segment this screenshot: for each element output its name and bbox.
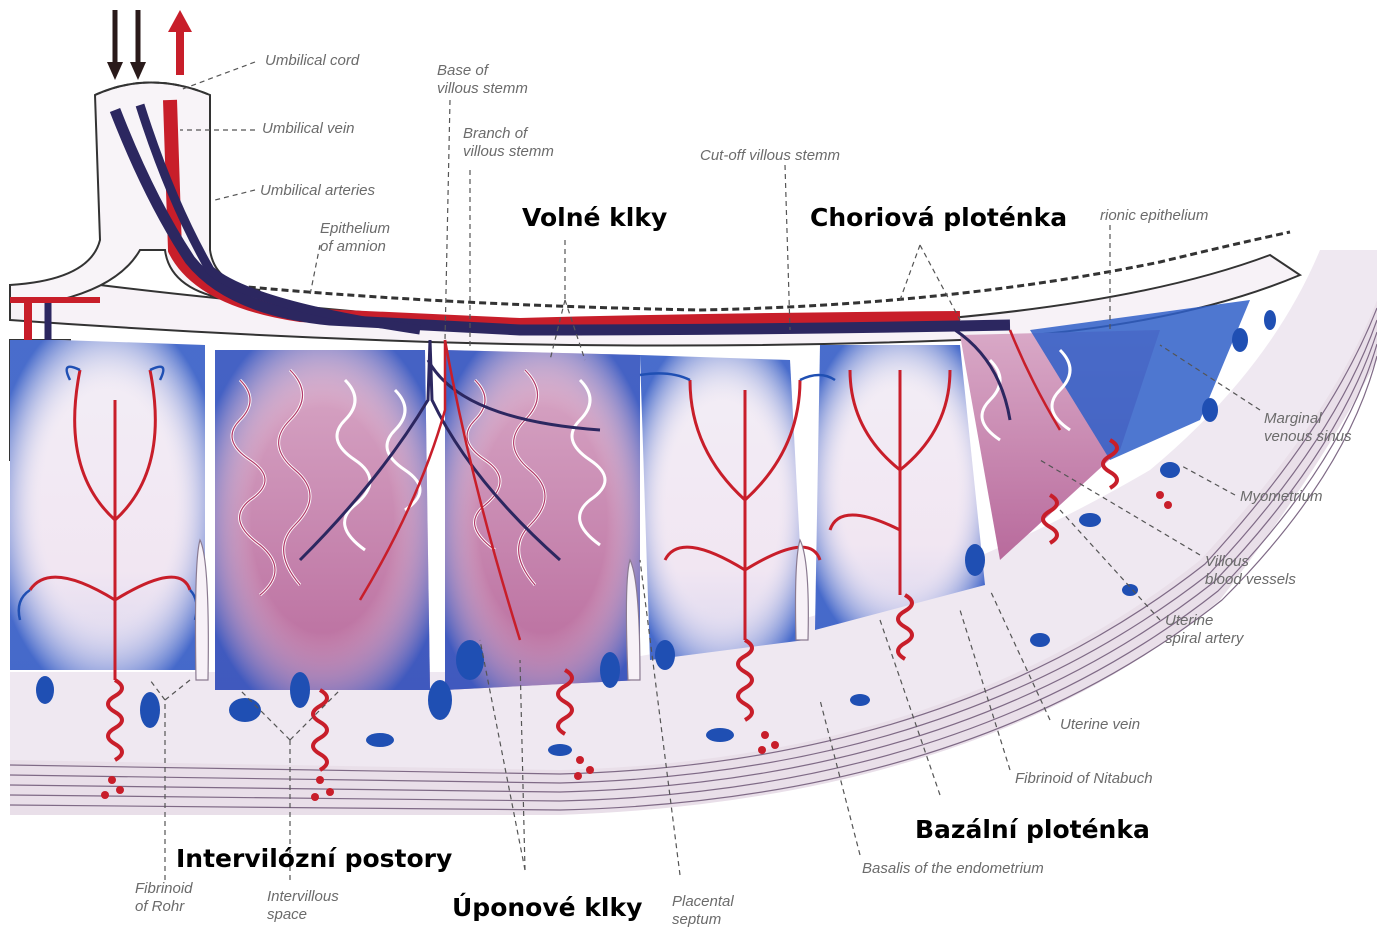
label-myometrium: Myometrium xyxy=(1240,488,1323,506)
label-line: Branch of xyxy=(463,125,554,143)
blood-flow-arrows xyxy=(107,10,192,80)
label-epithelium-amnion: Epithelium of amnion xyxy=(320,220,390,256)
label-line: Base of xyxy=(437,62,528,80)
czech-label-chorionic-plate: Choriová ploténka xyxy=(810,203,1067,232)
label-cut-off-villous-stem: Cut-off villous stemm xyxy=(700,147,840,165)
label-umbilical-vein: Umbilical vein xyxy=(262,120,355,138)
label-villous-blood-vessels: Villous blood vessels xyxy=(1205,553,1296,589)
label-base-villous-stem: Base of villous stemm xyxy=(437,62,528,98)
label-intervillous-space: Intervillous space xyxy=(267,888,339,924)
label-line: septum xyxy=(672,911,734,929)
label-line: blood vessels xyxy=(1205,571,1296,589)
label-line: villous stemm xyxy=(437,80,528,98)
label-marginal-venous-sinus: Marginal venous sinus xyxy=(1264,410,1352,446)
label-line: venous sinus xyxy=(1264,428,1352,446)
label-line: Epithelium xyxy=(320,220,390,238)
label-fibrinoid-nitabuch: Fibrinoid of Nitabuch xyxy=(1015,770,1153,788)
label-line: Marginal xyxy=(1264,410,1352,428)
label-chorionic-epithelium: rionic epithelium xyxy=(1100,207,1208,225)
label-umbilical-arteries: Umbilical arteries xyxy=(260,182,375,200)
label-line: Villous xyxy=(1205,553,1296,571)
label-line: spiral artery xyxy=(1165,630,1243,648)
label-umbilical-cord: Umbilical cord xyxy=(265,52,359,70)
label-line: Placental xyxy=(672,893,734,911)
label-line: villous stemm xyxy=(463,143,554,161)
label-line: of amnion xyxy=(320,238,390,256)
label-fibrinoid-rohr: Fibrinoid of Rohr xyxy=(135,880,193,916)
label-line: space xyxy=(267,906,339,924)
label-line: of Rohr xyxy=(135,898,193,916)
label-uterine-spiral-artery: Uterine spiral artery xyxy=(1165,612,1243,648)
czech-label-free-villi: Volné klky xyxy=(522,203,667,232)
czech-label-intervillous-spaces: Intervilózní postory xyxy=(176,844,452,873)
label-uterine-vein: Uterine vein xyxy=(1060,716,1140,734)
label-placental-septum: Placental septum xyxy=(672,893,734,929)
czech-label-basal-plate: Bazální ploténka xyxy=(915,815,1150,844)
label-line: Intervillous xyxy=(267,888,339,906)
label-line: Fibrinoid xyxy=(135,880,193,898)
label-basalis-endometrium: Basalis of the endometrium xyxy=(862,860,1044,878)
czech-label-anchoring-villi: Úponové klky xyxy=(452,893,642,922)
label-branch-villous-stem: Branch of villous stemm xyxy=(463,125,554,161)
label-line: Uterine xyxy=(1165,612,1243,630)
